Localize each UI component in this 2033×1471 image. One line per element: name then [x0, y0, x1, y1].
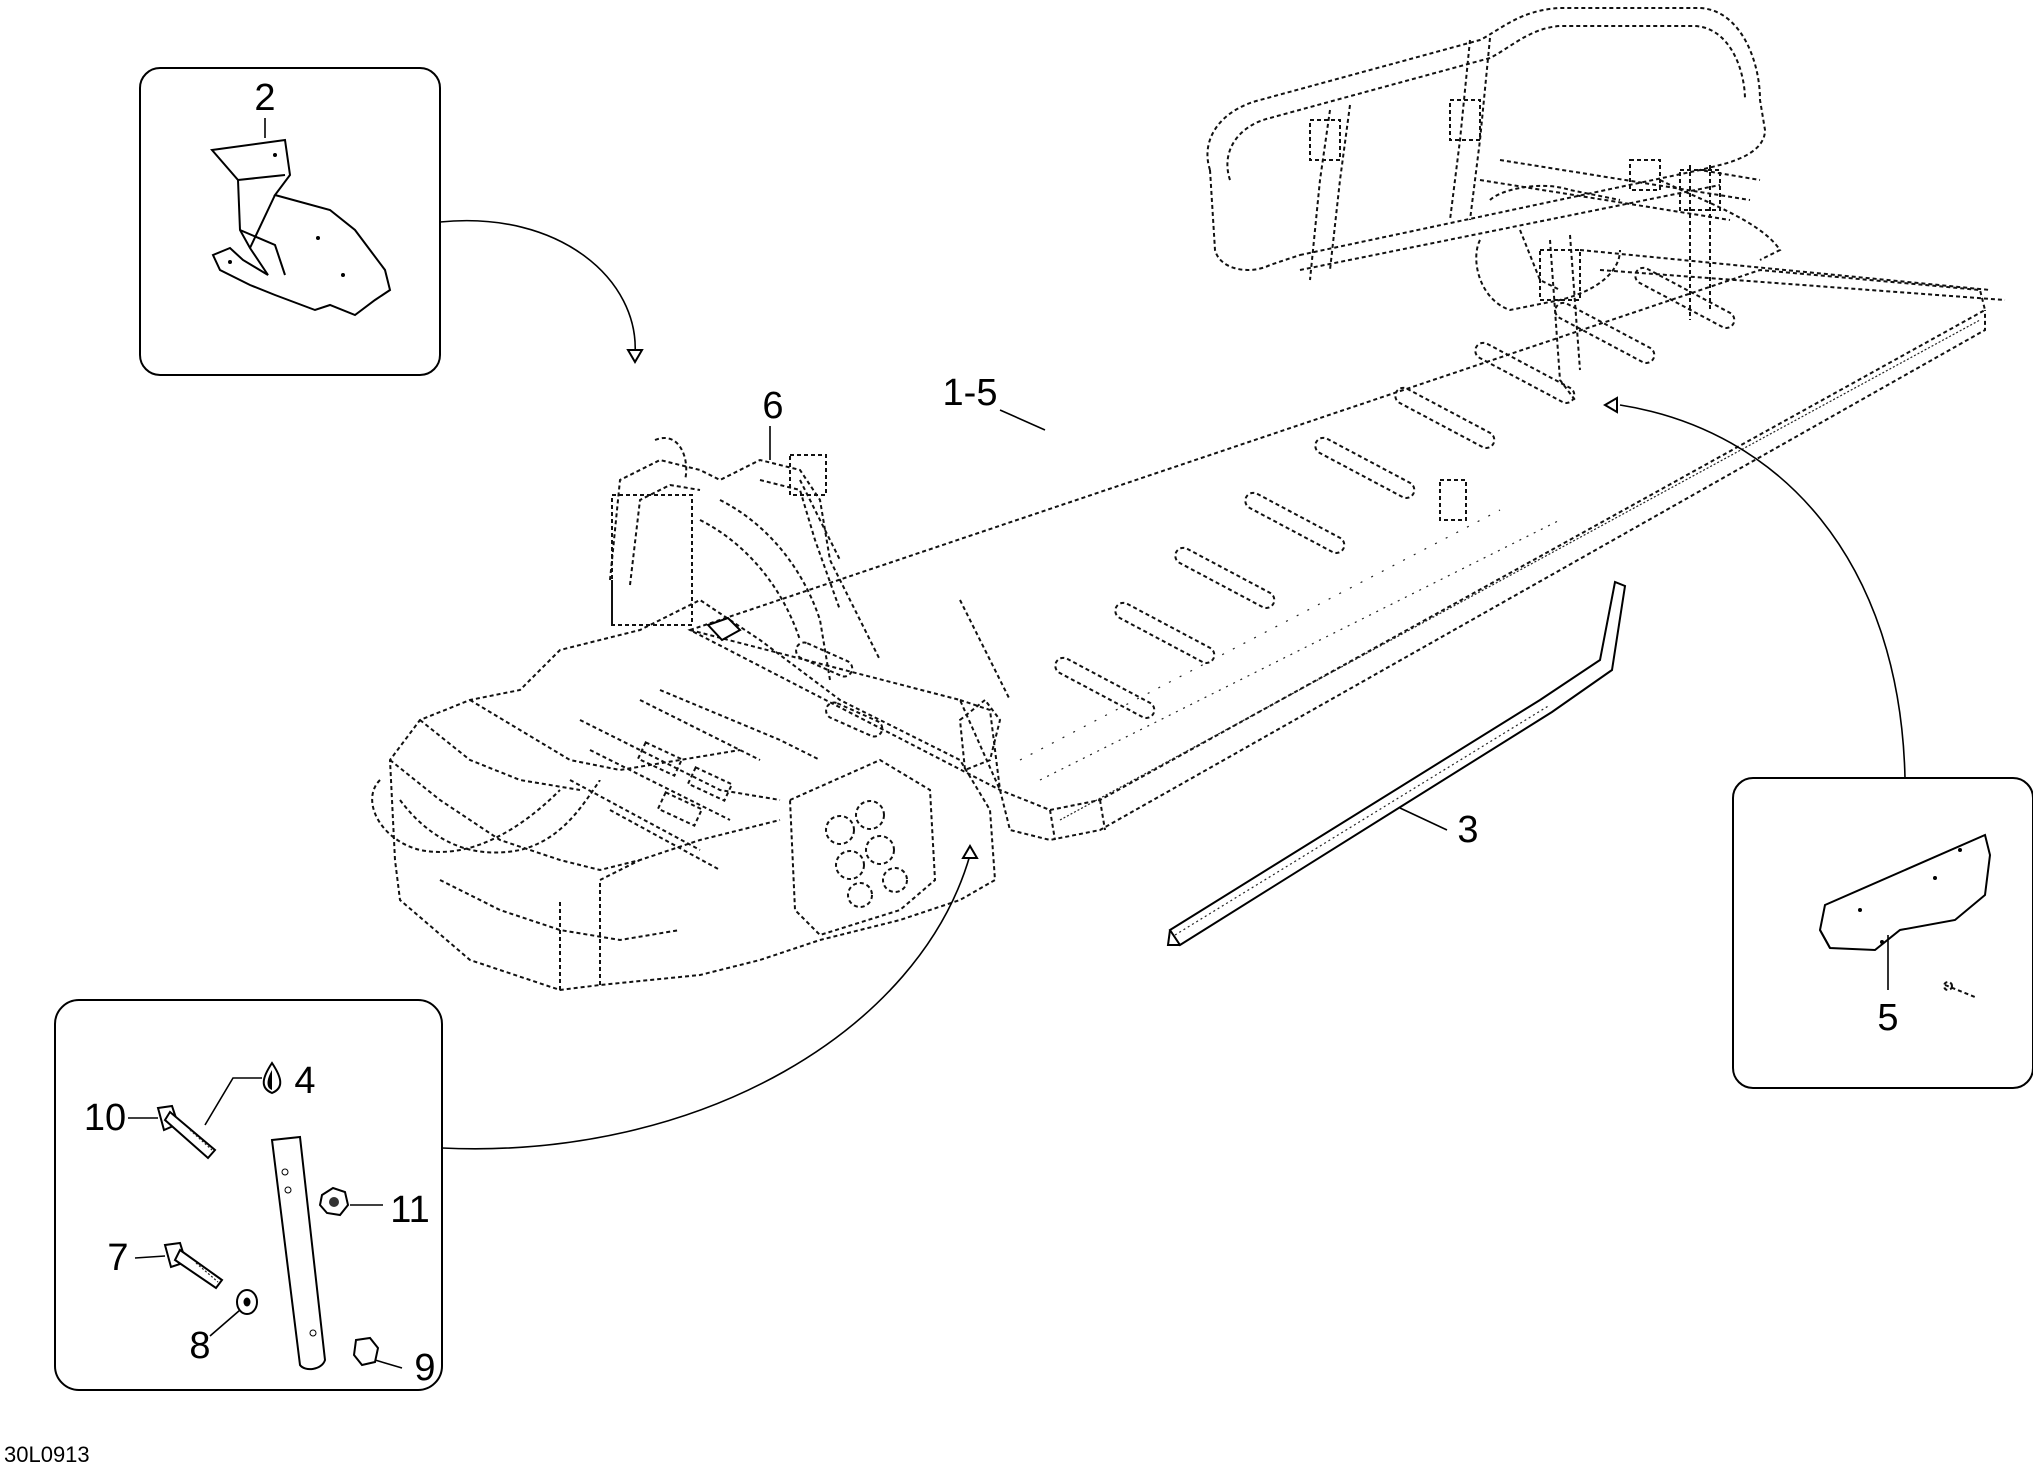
- inset-box-bracket-2: [139, 67, 441, 376]
- nut-9-part: [352, 1336, 380, 1367]
- callout-7: 7: [107, 1237, 128, 1279]
- callout-9: 9: [414, 1347, 435, 1389]
- nut-11-part: [318, 1186, 350, 1217]
- callout-10: 10: [84, 1097, 126, 1139]
- chassis-assembly: [371, 7, 2006, 992]
- callout-4: 4: [294, 1060, 315, 1102]
- callout-11: 11: [390, 1189, 429, 1231]
- slide-runner-part: [1166, 580, 1627, 947]
- drawing-code: 30L0913: [4, 1442, 90, 1467]
- callout-2: 2: [254, 77, 275, 119]
- callout-5: 5: [1877, 997, 1898, 1039]
- bolt-10-part: [156, 1104, 217, 1160]
- washer-8-part: [236, 1289, 258, 1315]
- oil-drop-icon: [262, 1061, 282, 1095]
- inset-box-plate-5: [1732, 777, 2033, 1089]
- callout-3: 3: [1457, 809, 1478, 851]
- callout-1-5: 1-5: [943, 372, 998, 414]
- callout-6: 6: [762, 385, 783, 427]
- inset-box-hardware: [54, 999, 443, 1391]
- bolt-7-part: [163, 1241, 224, 1290]
- callout-8: 8: [189, 1325, 210, 1367]
